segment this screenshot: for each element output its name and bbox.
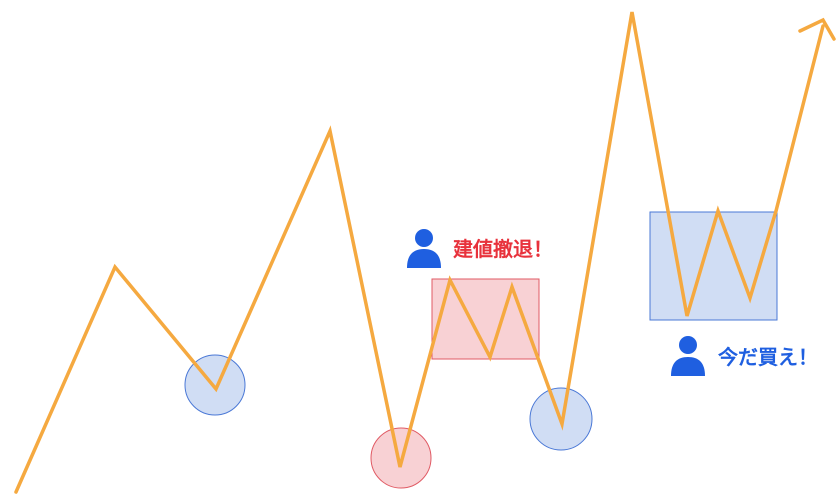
exit-person-icon [407,229,441,268]
buy-label: 今だ買え！ [718,345,818,369]
price-arrowhead [798,17,836,41]
buy-person-icon [671,336,705,376]
price-line [14,11,825,494]
exit-label: 建値撤退！ [453,237,553,261]
